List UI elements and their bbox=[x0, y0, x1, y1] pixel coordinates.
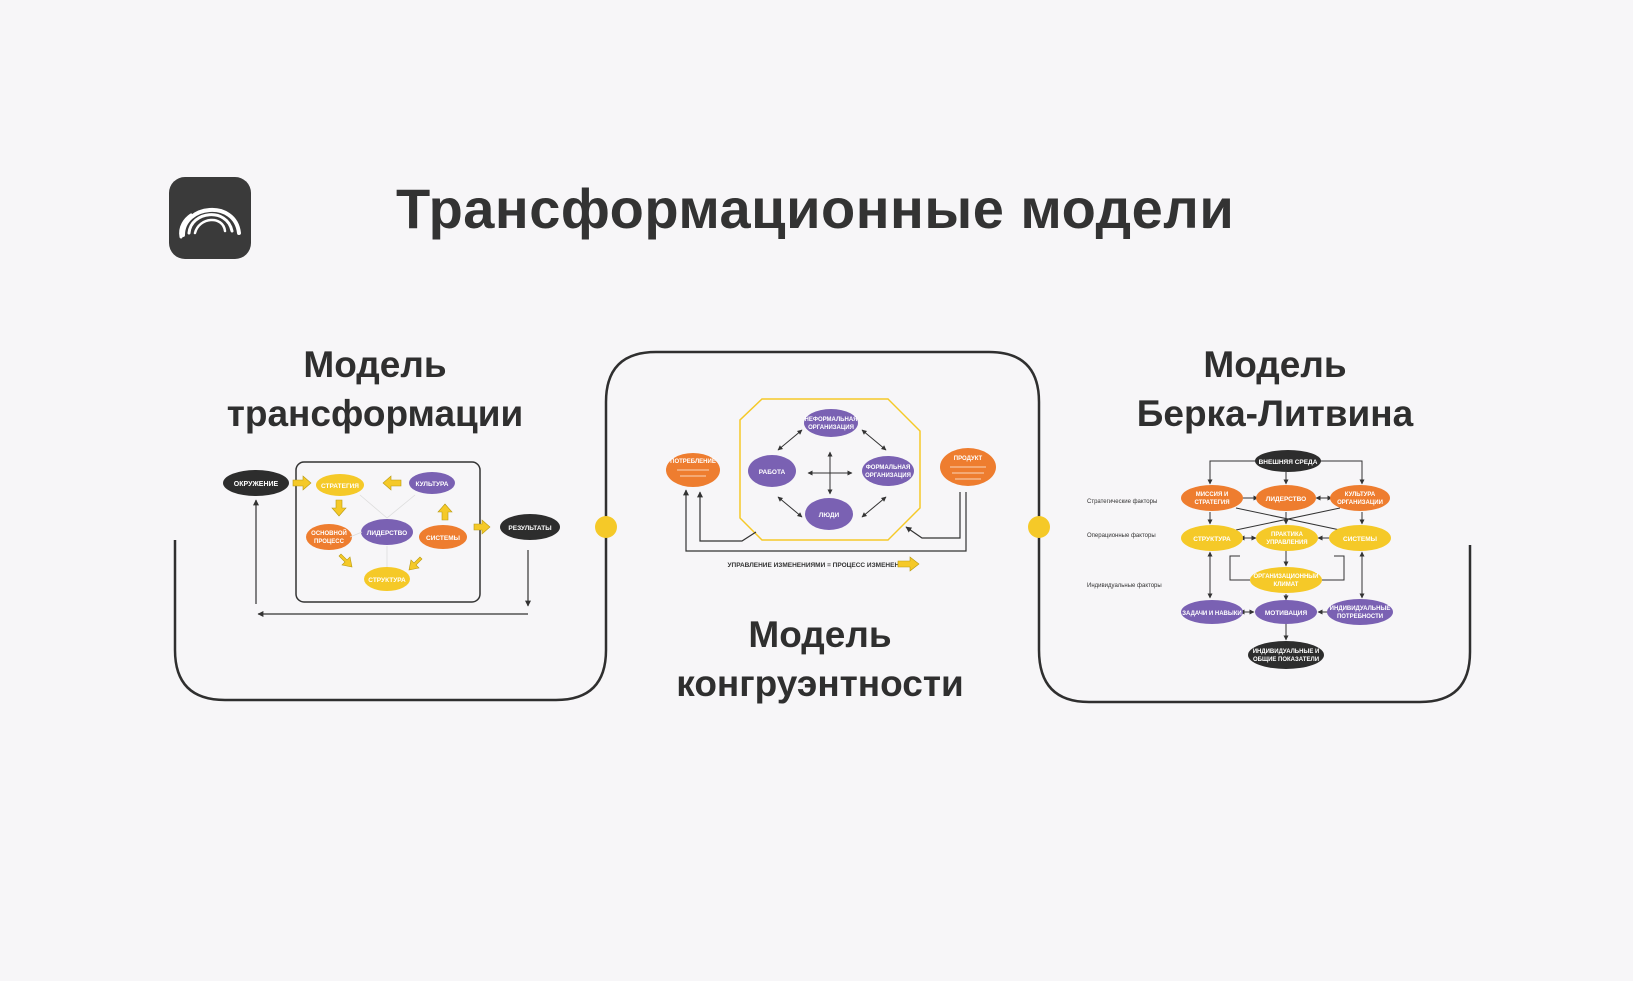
svg-text:ОРГАНИЗАЦИИ: ОРГАНИЗАЦИИ bbox=[1337, 500, 1383, 506]
node-work: РАБОТА bbox=[748, 455, 796, 487]
svg-text:ОРГАНИЗАЦИОННЫЙ: ОРГАНИЗАЦИОННЫЙ bbox=[1254, 572, 1319, 580]
node-mission-strategy: МИССИЯ И СТРАТЕГИЯ bbox=[1181, 485, 1243, 511]
svg-text:РАБОТА: РАБОТА bbox=[759, 469, 786, 476]
svg-text:ПОТРЕБЛЕНИЕ: ПОТРЕБЛЕНИЕ bbox=[670, 459, 716, 465]
svg-text:СТРАТЕГИЯ: СТРАТЕГИЯ bbox=[1194, 500, 1229, 506]
section-title-line: Модель bbox=[303, 344, 447, 385]
congruence-footer: УПРАВЛЕНИЕ ИЗМЕНЕНИЯМИ = ПРОЦЕСС ИЗМЕНЕН… bbox=[728, 562, 909, 569]
node-individual-needs: ИНДИВИДУАЛЬНЫЕ ПОТРЕБНОСТИ bbox=[1327, 599, 1393, 625]
page-title: Трансформационные модели bbox=[396, 177, 1235, 240]
svg-text:КУЛЬТУРА: КУЛЬТУРА bbox=[1345, 492, 1376, 498]
connector-dot-left bbox=[595, 516, 617, 538]
svg-text:КУЛЬТУРА: КУЛЬТУРА bbox=[416, 481, 449, 488]
node-systems: СИСТЕМЫ bbox=[1329, 525, 1391, 551]
section-title-line: Модель bbox=[1203, 344, 1347, 385]
node-leadership: ЛИДЕРСТВО bbox=[1256, 485, 1316, 511]
svg-text:ОБЩИЕ ПОКАЗАТЕЛИ: ОБЩИЕ ПОКАЗАТЕЛИ bbox=[1253, 657, 1319, 663]
section-title-line: трансформации bbox=[226, 393, 524, 434]
svg-text:УПРАВЛЕНИЯ: УПРАВЛЕНИЯ bbox=[1266, 540, 1307, 546]
node-motivation: МОТИВАЦИЯ bbox=[1255, 600, 1317, 624]
frame-left bbox=[173, 350, 1472, 704]
node-management-practice: ПРАКТИКА УПРАВЛЕНИЯ bbox=[1256, 525, 1318, 551]
svg-text:ИНДИВИДУАЛЬНЫЕ И: ИНДИВИДУАЛЬНЫЕ И bbox=[1253, 649, 1320, 655]
svg-text:ФОРМАЛЬНАЯ: ФОРМАЛЬНАЯ bbox=[866, 465, 911, 471]
svg-text:ПРОДУКТ: ПРОДУКТ bbox=[954, 456, 983, 462]
node-results: РЕЗУЛЬТАТЫ bbox=[500, 514, 560, 540]
node-org-climate: ОРГАНИЗАЦИОННЫЙ КЛИМАТ bbox=[1250, 567, 1322, 593]
node-performance: ИНДИВИДУАЛЬНЫЕ И ОБЩИЕ ПОКАЗАТЕЛИ bbox=[1248, 641, 1324, 669]
app-logo bbox=[169, 177, 251, 259]
row-label-strategic: Стратегические факторы bbox=[1087, 499, 1157, 505]
svg-text:ПОТРЕБНОСТИ: ПОТРЕБНОСТИ bbox=[1337, 614, 1383, 620]
svg-text:КЛИМАТ: КЛИМАТ bbox=[1274, 582, 1299, 588]
svg-text:РЕЗУЛЬТАТЫ: РЕЗУЛЬТАТЫ bbox=[508, 525, 551, 532]
svg-text:ПРАКТИКА: ПРАКТИКА bbox=[1271, 532, 1304, 538]
node-consumption: ПОТРЕБЛЕНИЕ bbox=[666, 453, 720, 487]
section-title-line: конгруэнтности bbox=[676, 663, 964, 704]
node-informal-org: НЕФОРМАЛЬНАЯ ОРГАНИЗАЦИЯ bbox=[804, 409, 858, 437]
node-leadership: ЛИДЕРСТВО bbox=[361, 519, 413, 545]
node-culture: КУЛЬТУРА bbox=[409, 472, 455, 494]
svg-text:ЗАДАЧИ И НАВЫКИ: ЗАДАЧИ И НАВЫКИ bbox=[1182, 611, 1242, 617]
node-formal-org: ФОРМАЛЬНАЯ ОРГАНИЗАЦИЯ bbox=[862, 456, 914, 486]
org-box bbox=[295, 461, 481, 603]
node-external-environment: ВНЕШНЯЯ СРЕДА bbox=[1255, 450, 1321, 472]
connector-dot-right bbox=[1028, 516, 1050, 538]
svg-text:СТРУКТУРА: СТРУКТУРА bbox=[368, 577, 406, 584]
row-label-individual: Индивидуальные факторы bbox=[1087, 583, 1162, 589]
svg-text:СИСТЕМЫ: СИСТЕМЫ bbox=[1343, 536, 1377, 543]
svg-text:ПРОЦЕСС: ПРОЦЕСС bbox=[314, 539, 345, 545]
svg-text:СИСТЕМЫ: СИСТЕМЫ bbox=[426, 535, 460, 542]
section-title-transformation: Модель трансформации bbox=[180, 340, 570, 438]
svg-text:МИССИЯ И: МИССИЯ И bbox=[1196, 492, 1229, 498]
svg-text:ОСНОВНОЙ: ОСНОВНОЙ bbox=[311, 529, 347, 537]
node-strategy: СТРАТЕГИЯ bbox=[316, 474, 364, 496]
org-octagon bbox=[739, 398, 921, 541]
node-tasks-skills: ЗАДАЧИ И НАВЫКИ bbox=[1181, 600, 1243, 624]
flow-arrows bbox=[292, 475, 491, 571]
svg-text:МОТИВАЦИЯ: МОТИВАЦИЯ bbox=[1265, 610, 1308, 617]
svg-text:СТРАТЕГИЯ: СТРАТЕГИЯ bbox=[321, 483, 359, 490]
svg-text:ИНДИВИДУАЛЬНЫЕ: ИНДИВИДУАЛЬНЫЕ bbox=[1330, 606, 1391, 612]
node-environment: ОКРУЖЕНИЕ bbox=[223, 470, 289, 496]
section-title-burke-litwin: Модель Берка-Литвина bbox=[1075, 340, 1475, 438]
svg-text:ЛЮДИ: ЛЮДИ bbox=[819, 512, 840, 519]
node-core-process: ОСНОВНОЙ ПРОЦЕСС bbox=[306, 524, 352, 550]
svg-text:ОРГАНИЗАЦИЯ: ОРГАНИЗАЦИЯ bbox=[865, 473, 911, 479]
node-people: ЛЮДИ bbox=[805, 498, 853, 530]
svg-text:ЛИДЕРСТВО: ЛИДЕРСТВО bbox=[1266, 496, 1306, 503]
row-label-operational: Операционные факторы bbox=[1087, 533, 1156, 539]
section-title-line: Берка-Литвина bbox=[1136, 393, 1414, 434]
svg-text:ОРГАНИЗАЦИЯ: ОРГАНИЗАЦИЯ bbox=[808, 425, 854, 431]
node-product: ПРОДУКТ bbox=[940, 448, 996, 486]
svg-text:ВНЕШНЯЯ СРЕДА: ВНЕШНЯЯ СРЕДА bbox=[1259, 459, 1318, 466]
svg-text:ЛИДЕРСТВО: ЛИДЕРСТВО bbox=[367, 530, 407, 537]
node-systems: СИСТЕМЫ bbox=[419, 525, 467, 549]
node-structure: СТРУКТУРА bbox=[364, 567, 410, 591]
footer-arrow bbox=[897, 556, 920, 572]
section-title-congruence: Модель конгруэнтности bbox=[620, 610, 1020, 708]
svg-text:НЕФОРМАЛЬНАЯ: НЕФОРМАЛЬНАЯ bbox=[805, 417, 858, 423]
node-structure: СТРУКТУРА bbox=[1181, 525, 1243, 551]
arch-logo-icon bbox=[179, 207, 241, 239]
section-title-line: Модель bbox=[748, 614, 892, 655]
node-org-culture: КУЛЬТУРА ОРГАНИЗАЦИИ bbox=[1330, 485, 1390, 511]
svg-text:СТРУКТУРА: СТРУКТУРА bbox=[1193, 536, 1231, 543]
svg-text:ОКРУЖЕНИЕ: ОКРУЖЕНИЕ bbox=[234, 481, 279, 488]
